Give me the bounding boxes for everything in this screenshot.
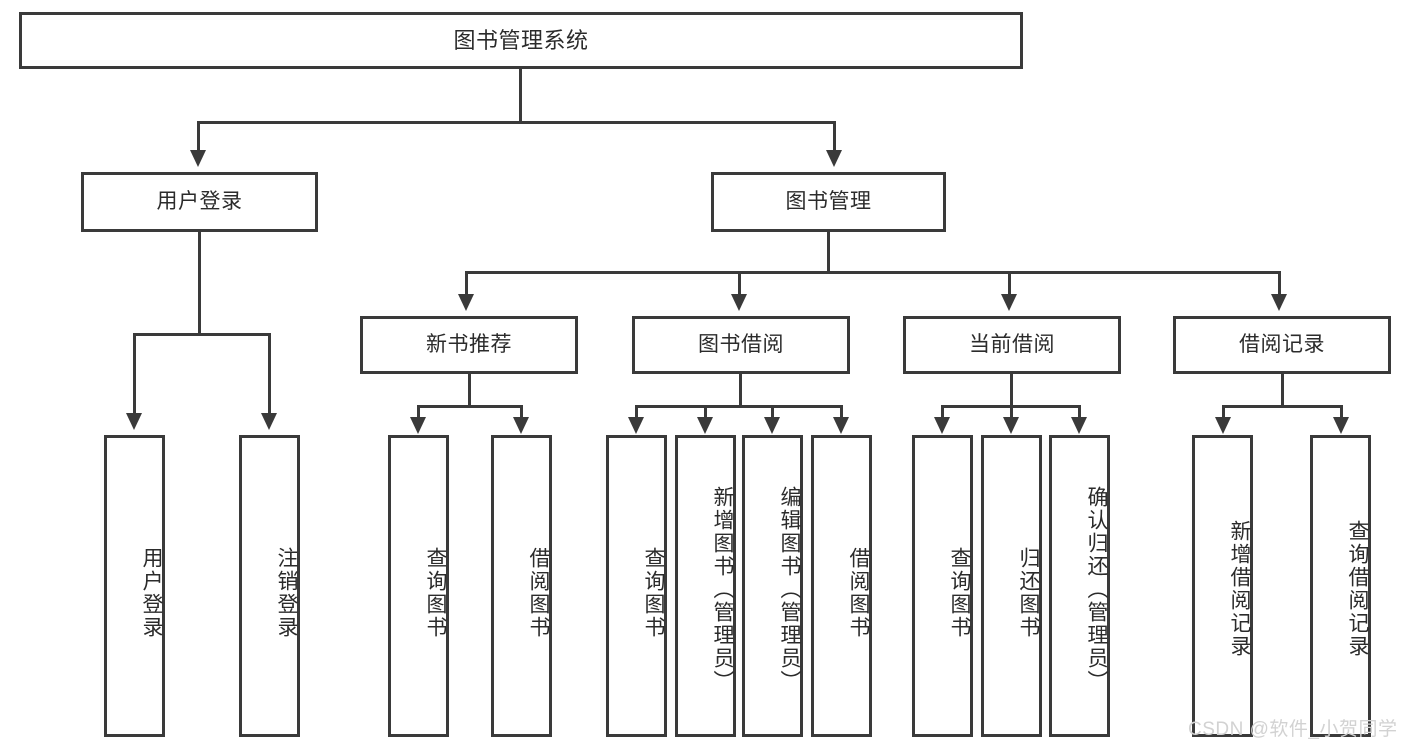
connector-book-manage-child-3	[1008, 271, 1011, 296]
connector-book-borrow-stem	[739, 374, 742, 408]
node-new-book-recommend[interactable]: 新书推荐	[360, 316, 578, 374]
connector-root-bus	[197, 121, 836, 124]
arrowhead-leaf-borrow-book-2	[833, 417, 849, 434]
node-book-borrow[interactable]: 图书借阅	[632, 316, 850, 374]
arrowhead-book-manage	[826, 150, 842, 167]
connector-to-user-login	[197, 121, 200, 152]
connector-user-login-child-1	[133, 333, 136, 415]
connector-book-manage-stem	[827, 232, 830, 273]
connector-user-login-stem	[198, 232, 201, 335]
connector-borrow-record-stem	[1281, 374, 1284, 408]
arrowhead-leaf-add-record	[1215, 417, 1231, 434]
leaf-user-logout[interactable]: 注销登录	[239, 435, 300, 737]
leaf-query-borrow-record[interactable]: 查询借阅记录	[1310, 435, 1371, 737]
connector-book-manage-child-2	[738, 271, 741, 296]
node-current-borrow[interactable]: 当前借阅	[903, 316, 1121, 374]
connector-borrow-record-child-2	[1340, 405, 1343, 419]
connector-book-borrow-child-1	[635, 405, 638, 419]
arrowhead-leaf-user-logout	[261, 413, 277, 430]
leaf-add-book[interactable]: 新增图书（管理员）	[675, 435, 736, 737]
arrowhead-current-borrow	[1001, 294, 1017, 311]
arrowhead-leaf-confirm-return	[1071, 417, 1087, 434]
arrowhead-user-login	[190, 150, 206, 167]
node-user-login[interactable]: 用户登录	[81, 172, 318, 232]
leaf-borrow-book-borrow[interactable]: 借阅图书	[811, 435, 872, 737]
connector-book-borrow-child-2	[704, 405, 707, 419]
node-root-book-management-system[interactable]: 图书管理系统	[19, 12, 1023, 69]
arrowhead-leaf-add-book	[697, 417, 713, 434]
arrowhead-leaf-borrow-book-1	[513, 417, 529, 434]
connector-to-book-manage	[833, 121, 836, 152]
arrowhead-borrow-record	[1271, 294, 1287, 311]
connector-borrow-record-child-1	[1222, 405, 1225, 419]
arrowhead-leaf-query-book-2	[628, 417, 644, 434]
leaf-query-book-borrow[interactable]: 查询图书	[606, 435, 667, 737]
connector-book-borrow-bus	[635, 405, 843, 408]
leaf-user-login[interactable]: 用户登录	[104, 435, 165, 737]
leaf-return-book[interactable]: 归还图书	[981, 435, 1042, 737]
arrowhead-book-borrow	[731, 294, 747, 311]
leaf-query-book-current[interactable]: 查询图书	[912, 435, 973, 737]
leaf-edit-book[interactable]: 编辑图书（管理员）	[742, 435, 803, 737]
connector-book-manage-bus	[465, 271, 1281, 274]
connector-user-login-bus	[133, 333, 271, 336]
connector-book-borrow-child-3	[771, 405, 774, 419]
connector-current-borrow-stem	[1010, 374, 1013, 408]
connector-book-manage-child-4	[1278, 271, 1281, 296]
connector-book-manage-child-1	[465, 271, 468, 296]
connector-borrow-record-bus	[1222, 405, 1343, 408]
connector-book-borrow-child-4	[840, 405, 843, 419]
connector-new-book-bus	[417, 405, 523, 408]
leaf-confirm-return[interactable]: 确认归还（管理员）	[1049, 435, 1110, 737]
connector-new-book-child-2	[520, 405, 523, 419]
connector-new-book-child-1	[417, 405, 420, 419]
node-borrow-record[interactable]: 借阅记录	[1173, 316, 1391, 374]
leaf-add-borrow-record[interactable]: 新增借阅记录	[1192, 435, 1253, 737]
connector-current-borrow-child-3	[1078, 405, 1081, 419]
arrowhead-leaf-return-book	[1003, 417, 1019, 434]
node-book-manage[interactable]: 图书管理	[711, 172, 946, 232]
connector-user-login-child-2	[268, 333, 271, 415]
arrowhead-new-book-recommend	[458, 294, 474, 311]
leaf-query-book-new-recommend[interactable]: 查询图书	[388, 435, 449, 737]
leaf-borrow-book-new-recommend[interactable]: 借阅图书	[491, 435, 552, 737]
arrowhead-leaf-edit-book	[764, 417, 780, 434]
connector-current-borrow-child-2	[1010, 405, 1013, 419]
connector-current-borrow-child-1	[941, 405, 944, 419]
arrowhead-leaf-query-book-3	[934, 417, 950, 434]
arrowhead-leaf-query-record	[1333, 417, 1349, 434]
arrowhead-leaf-user-login	[126, 413, 142, 430]
arrowhead-leaf-query-book-1	[410, 417, 426, 434]
connector-new-book-stem	[468, 374, 471, 408]
connector-root-stem	[519, 69, 522, 123]
